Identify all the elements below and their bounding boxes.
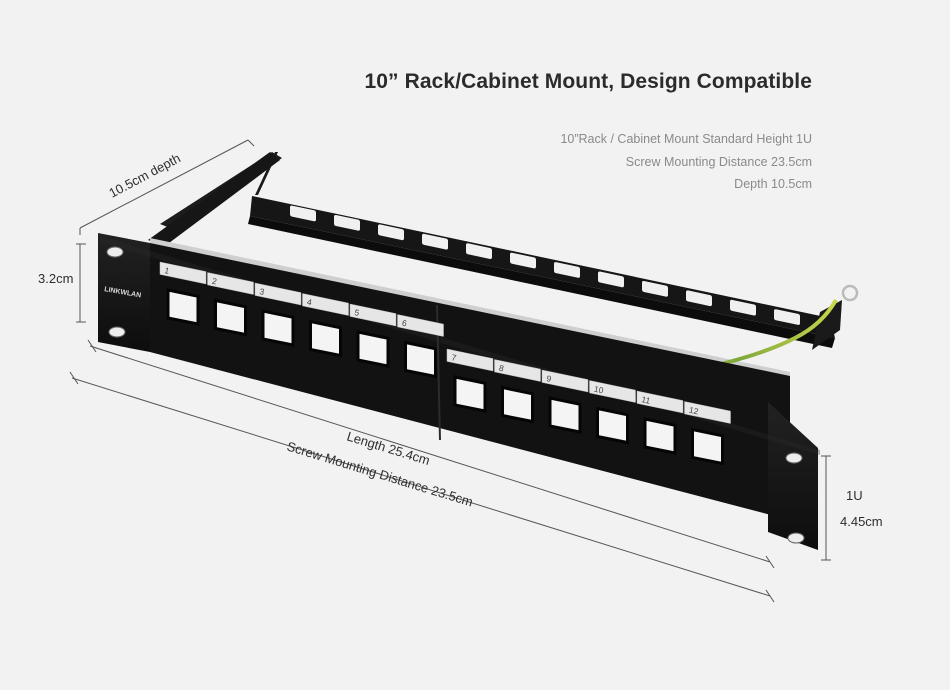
rear-bar-slots [290,205,800,325]
port-label-strip [207,272,254,295]
port-label-strip [349,303,397,327]
keystone-port [501,385,534,424]
keystone-port [309,319,342,358]
rear-bar-slot [598,271,624,288]
spec-line-depth: Depth 10.5cm [734,177,812,191]
rear-bar-slot [774,309,800,325]
rear-bar-slot [466,243,492,260]
keystone-port [261,309,295,347]
mount-hole-top-left [106,246,124,258]
height-left-label: 3.2cm [38,271,73,286]
rear-bar-slot [730,299,756,316]
port-number: 10 [593,384,605,396]
port-label-strip [684,401,731,424]
keystone-port [453,375,487,413]
depth-label: 10.5cm depth [106,150,183,200]
rear-bar-slot [422,233,448,250]
port-number: 5 [354,307,361,318]
port-number: 12 [688,405,700,417]
rear-bar-slot [510,252,536,269]
port-label-strip [302,293,349,316]
port-number: 2 [211,276,218,287]
port-number: 9 [546,373,553,384]
keystone-port [548,396,582,434]
mount-hole-bottom-left [108,326,126,338]
port-label-strip [446,348,494,372]
keystone-port [596,406,629,445]
port-label-strip [589,380,636,403]
port-number: 3 [259,286,266,297]
port-label-strip [541,369,589,393]
left-side-arm [148,152,280,246]
rear-bar-slot [290,205,316,222]
port-label-strip [254,282,302,306]
port-number: 1 [164,265,171,276]
port-label-strip [397,314,444,337]
port-label-strip [159,261,207,285]
spec-line-screw-distance: Screw Mounting Distance 23.5cm [625,155,812,169]
port-number: 11 [641,394,652,406]
headline: 10” Rack/Cabinet Mount, Design Compatibl… [364,70,812,93]
height-metric-label: 4.45cm [840,514,883,529]
rear-bar-slot [378,224,404,241]
keystone-port [643,417,677,455]
port-label-strip [636,390,684,414]
rear-bar-slot [642,280,668,297]
mount-hole-top-right [785,452,803,464]
keystone-port [404,340,437,379]
port-number: 7 [451,352,458,363]
keystone-port [214,298,247,337]
rear-bar-slot [334,214,360,231]
mount-hole-bottom-right [787,532,805,544]
port-number: 8 [498,363,505,374]
dimension-lines [69,139,831,603]
height-units-label: 1U [846,488,863,503]
keystone-port [356,330,390,368]
port-number: 6 [401,318,408,329]
port-label-strip [494,359,541,382]
rear-bar-slot [686,290,712,307]
keystone-port [166,288,200,326]
keystone-port [691,427,724,466]
spec-line-rack-mount: 10”Rack / Cabinet Mount Standard Height … [560,132,812,146]
port-number: 4 [306,297,313,308]
rear-bar-slot [554,262,580,278]
